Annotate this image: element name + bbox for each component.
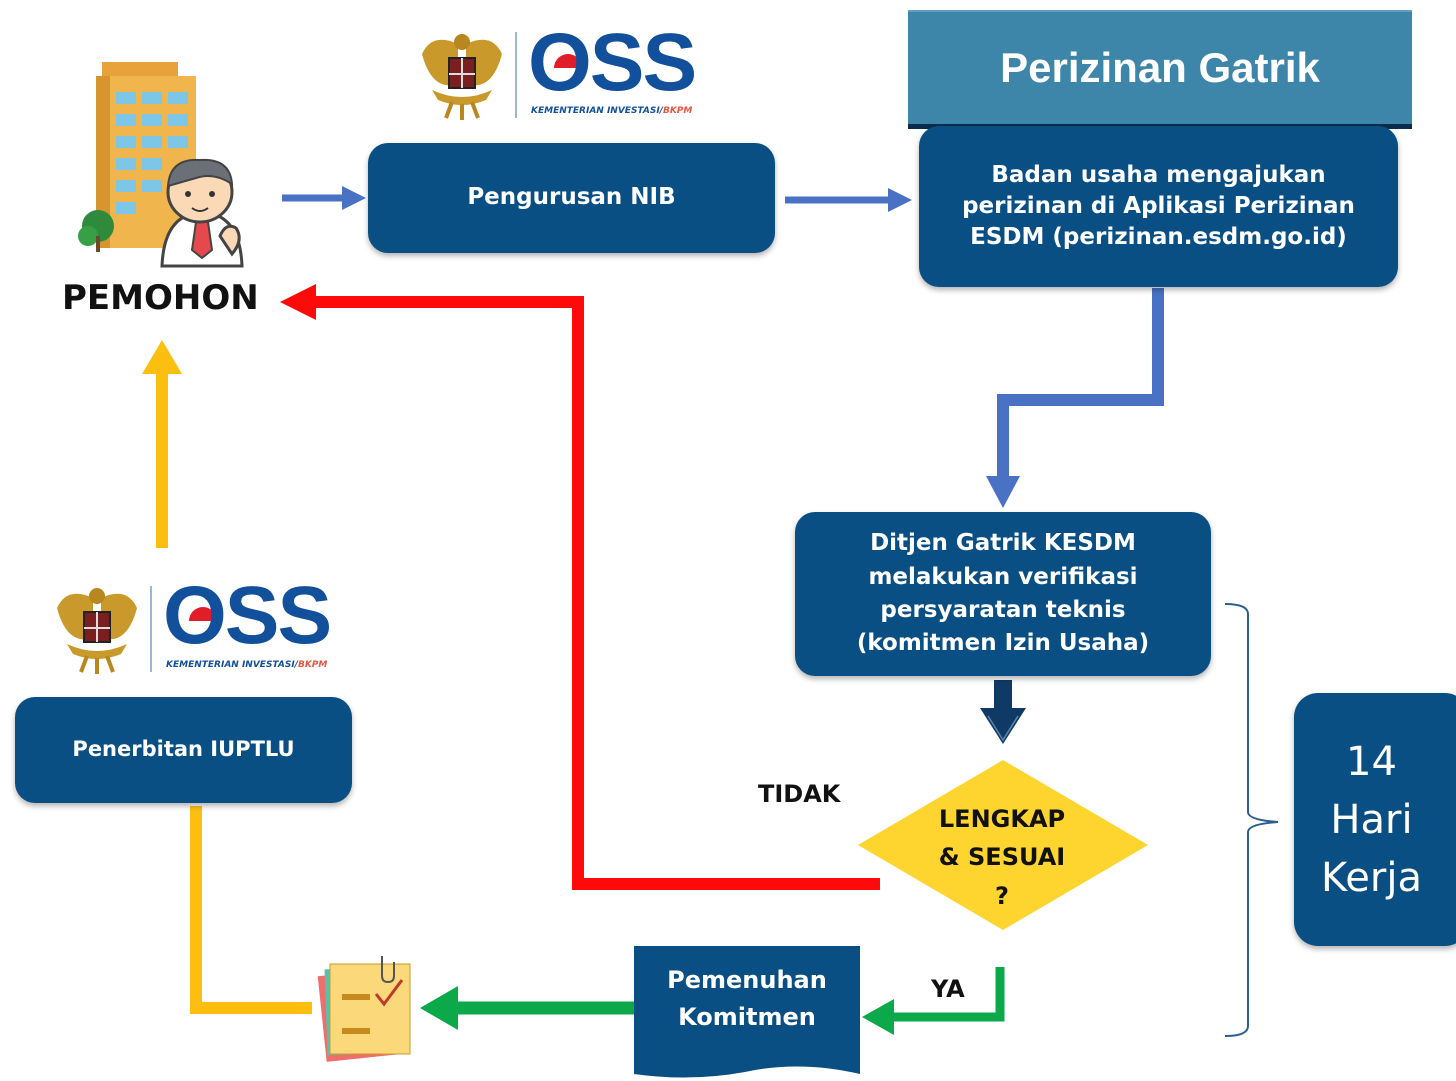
- arrow-to-document: [420, 986, 634, 1030]
- garuda-emblem-icon: [57, 588, 137, 674]
- branch-label-ya: YA: [931, 975, 965, 1003]
- arrow-to-decision: [980, 680, 1026, 744]
- oss-flag-icon: [189, 54, 582, 635]
- step-pemenuhan-komitmen: Pemenuhan Komitmen: [667, 966, 827, 1032]
- oss-wordmark: OSS: [163, 570, 332, 661]
- garuda-emblem-icon: [422, 34, 502, 120]
- decision-text: LENGKAP & SESUAI ?: [938, 805, 1066, 910]
- person-icon: [160, 158, 244, 268]
- arrow-to-verify: [986, 288, 1164, 508]
- duration-box: 14 Hari Kerja: [1294, 693, 1456, 946]
- checklist-document-icon: [317, 956, 411, 1062]
- branch-label-tidak: TIDAK: [758, 780, 841, 808]
- oss-wordmark: OSS: [528, 17, 697, 108]
- decision-diamond: [858, 760, 1148, 930]
- oss-logo-divider: [150, 586, 152, 672]
- oss-logo-divider: [515, 32, 517, 118]
- arrow-approved: [862, 967, 1005, 1035]
- oss-subtitle: KEMENTERIAN INVESTASI/BKPM: [531, 106, 693, 116]
- step-pengajuan-perizinan: Badan usaha mengajukan perizinan di Apli…: [919, 126, 1398, 287]
- oss-subtitle: KEMENTERIAN INVESTASI/BKPM: [166, 660, 328, 670]
- arrow-to-apply: [785, 188, 912, 212]
- header-perizinan-gatrik: Perizinan Gatrik: [908, 10, 1412, 129]
- step-penerbitan-iuptlu: Penerbitan IUPTLU: [15, 697, 352, 803]
- connector-document-to-iuptlu: [190, 806, 312, 1014]
- pemohon-label: PEMOHON: [62, 278, 259, 318]
- commitment-box-shape: [634, 946, 860, 1078]
- timeline-brace: [1224, 603, 1279, 1037]
- step-verifikasi: Ditjen Gatrik KESDM melakukan verifikasi…: [795, 512, 1211, 676]
- arrow-to-nib: [282, 186, 366, 210]
- step-pengurusan-nib: Pengurusan NIB: [368, 143, 775, 253]
- arrow-iuptlu-return: [142, 340, 182, 548]
- arrow-rejected: [280, 284, 880, 890]
